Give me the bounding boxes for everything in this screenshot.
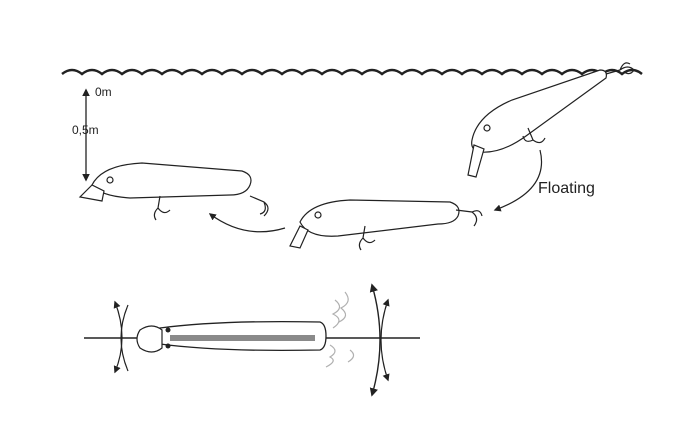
lure-top-view	[84, 283, 420, 397]
water-turbulence	[325, 291, 355, 368]
depth-label-surface: 0m	[95, 85, 112, 99]
arrow-dive	[208, 213, 286, 233]
arrow-floating	[493, 149, 542, 212]
depth-label-half-meter: 0,5m	[72, 123, 99, 137]
water-surface-line	[61, 68, 643, 76]
lure-diving-left	[78, 162, 269, 221]
lure-surfacing	[467, 62, 635, 178]
floating-label: Floating	[538, 180, 595, 197]
lure-diving-middle	[289, 199, 483, 251]
